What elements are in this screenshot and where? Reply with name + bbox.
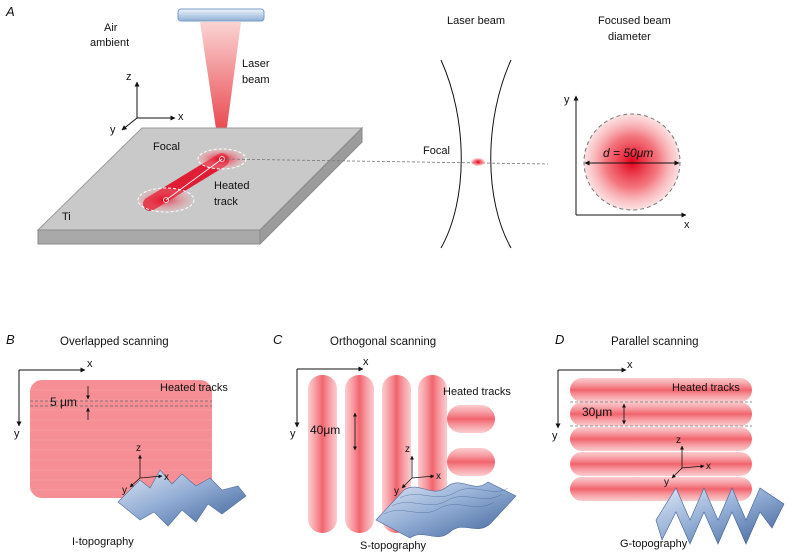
laser-beam-title: Laser beam [447,15,506,27]
panel-d-title: Parallel scanning [611,336,699,348]
panel-d-axis-x: x [627,359,633,371]
panel-c-title: Orthogonal scanning [330,336,437,348]
air-label-line2: ambient [90,37,130,49]
g-topography-surface [655,445,785,545]
panel-d-heated-tracks: Heated tracks [672,382,740,394]
panel-b-axis3-x: x [164,472,169,483]
panel-b-axis3-z: z [136,443,141,454]
panel-c-axis3-y: y [394,486,399,497]
panel-d-axis3-z: z [676,435,681,446]
panel-d-axis3-x: x [706,461,711,472]
panel-c-axis3-z: z [405,444,410,455]
panel-a-letter: A [6,4,15,19]
panel-c-topography: S-topography [360,540,427,552]
spot-axis-x: x [684,219,690,231]
laser-beam-label-line2: beam [242,74,270,86]
heated-track-line1: Heated [214,180,250,192]
s-topography-surface [375,455,517,539]
panel-b-axis3-y: y [122,485,127,496]
panel-c-heated-tracks: Heated tracks [443,386,511,398]
panel-c-spacing: 40μm [310,423,341,437]
focal-right-label: Focal [423,145,450,157]
panel-d-axis3-y: y [664,477,669,488]
panel-b-spacing: 5 μm [50,395,77,409]
panel-b-axis-y: y [14,428,20,440]
laser-beam-cone [200,22,241,142]
scan-field-b [16,367,212,498]
panel-d-topography: G-topography [620,538,688,550]
panel-b-heated-tracks: Heated tracks [160,382,228,394]
beam-waist [440,59,512,249]
panel-c-letter: C [273,332,283,347]
focused-spot [573,95,687,218]
panel-c-axis-x: x [363,356,369,368]
panel-b-letter: B [6,332,15,347]
axis-x-label: x [178,111,184,123]
material-label: Ti [62,211,71,223]
panel-b-title: Overlapped scanning [60,336,169,348]
i-topography-surface [117,454,247,527]
panel-b-axis-x: x [87,358,93,370]
panel-d-axis-y: y [552,430,558,442]
panel-d-letter: D [555,332,565,347]
spot-axis-y: y [564,94,570,106]
diameter-label: d = 50μm [603,146,654,160]
laser-beam-label-line1: Laser [242,58,270,70]
axis-a [121,81,176,131]
scan-field-d [555,367,752,501]
laser-source [177,8,265,142]
air-label-line1: Air [104,22,118,34]
heated-track-a [137,148,247,213]
focused-title-line2: diameter [608,31,651,43]
panel-b-topography: I-topography [72,536,134,548]
heated-track-line2: track [214,196,238,208]
titanium-plate [36,126,364,246]
panel-c-axis3-x: x [436,471,441,482]
panel-c-axis-y: y [290,428,296,440]
axis-y-label: y [110,124,116,136]
axis-z-label: z [126,71,132,83]
focal-line [221,158,549,165]
focused-title-line1: Focused beam [598,15,671,27]
panel-d-spacing: 30μm [582,405,613,419]
focal-label: Focal [153,141,180,153]
